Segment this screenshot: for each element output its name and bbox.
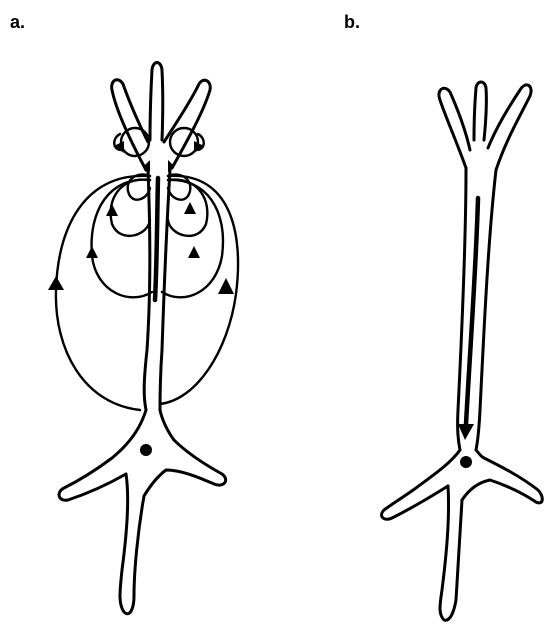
panel-a-soma <box>140 444 152 456</box>
panel-b: b. <box>344 12 542 620</box>
panel-b-soma <box>460 456 472 468</box>
panel-b-label: b. <box>344 12 360 32</box>
panel-b-neuron-outline <box>382 82 543 620</box>
panel-a: a. <box>10 12 238 614</box>
panel-a-label: a. <box>10 12 25 32</box>
